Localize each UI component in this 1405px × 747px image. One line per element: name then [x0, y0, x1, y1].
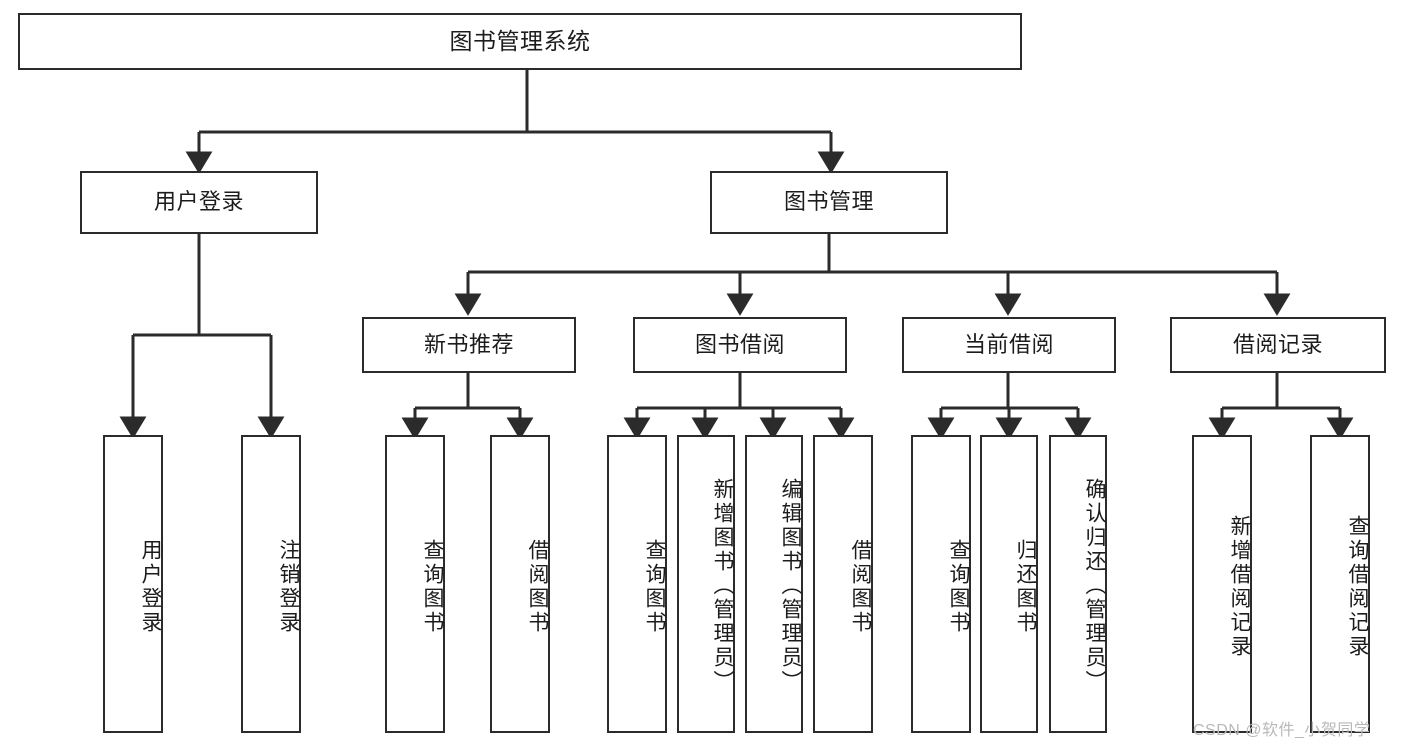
node-leaf-user-login-label: 用户登录	[139, 539, 162, 635]
node-root[interactable]: 图书管理系统	[18, 13, 1022, 70]
node-leaf-return-book[interactable]: 归还图书	[980, 435, 1038, 733]
node-leaf-logout-login[interactable]: 注销登录	[241, 435, 301, 733]
node-new-book-rec-label: 新书推荐	[423, 331, 514, 357]
node-leaf-add-book-label: 新增图书（管理员）	[711, 478, 734, 694]
node-leaf-confirm-return-label: 确认归还（管理员）	[1083, 478, 1106, 694]
node-leaf-borrow-book-1-label: 借阅图书	[526, 539, 549, 635]
node-borrow-record-label: 借阅记录	[1232, 331, 1323, 357]
node-leaf-add-book[interactable]: 新增图书（管理员）	[677, 435, 735, 733]
node-leaf-edit-book-label: 编辑图书（管理员）	[779, 478, 802, 694]
node-leaf-logout-login-label: 注销登录	[277, 539, 300, 635]
node-leaf-user-login[interactable]: 用户登录	[103, 435, 163, 733]
node-leaf-query-book-3-label: 查询图书	[947, 539, 970, 635]
node-current-borrow-label: 当前借阅	[963, 331, 1054, 357]
node-leaf-edit-book[interactable]: 编辑图书（管理员）	[745, 435, 803, 733]
csdn-watermark: CSDN @软件_小贺同学	[1193, 722, 1371, 739]
node-book-manage-label: 图书管理	[783, 189, 874, 215]
node-leaf-query-book-3[interactable]: 查询图书	[911, 435, 971, 733]
node-book-borrow-label: 图书借阅	[694, 331, 785, 357]
node-user-login[interactable]: 用户登录	[80, 171, 318, 234]
node-leaf-query-book-1-label: 查询图书	[421, 539, 444, 635]
node-leaf-borrow-book-1[interactable]: 借阅图书	[490, 435, 550, 733]
node-current-borrow[interactable]: 当前借阅	[902, 317, 1116, 373]
node-book-manage[interactable]: 图书管理	[710, 171, 948, 234]
node-leaf-query-book-1[interactable]: 查询图书	[385, 435, 445, 733]
node-leaf-borrow-book-2-label: 借阅图书	[849, 539, 872, 635]
node-leaf-confirm-return[interactable]: 确认归还（管理员）	[1049, 435, 1107, 733]
node-leaf-return-book-label: 归还图书	[1014, 539, 1037, 635]
node-leaf-query-book-2[interactable]: 查询图书	[607, 435, 667, 733]
node-leaf-query-record[interactable]: 查询借阅记录	[1310, 435, 1370, 733]
node-user-login-label: 用户登录	[153, 189, 244, 215]
node-root-label: 图书管理系统	[449, 27, 591, 54]
node-leaf-query-record-label: 查询借阅记录	[1346, 515, 1369, 659]
node-book-borrow[interactable]: 图书借阅	[633, 317, 847, 373]
node-leaf-borrow-book-2[interactable]: 借阅图书	[813, 435, 873, 733]
node-leaf-add-record[interactable]: 新增借阅记录	[1192, 435, 1252, 733]
node-borrow-record[interactable]: 借阅记录	[1170, 317, 1386, 373]
node-leaf-query-book-2-label: 查询图书	[643, 539, 666, 635]
node-leaf-add-record-label: 新增借阅记录	[1228, 515, 1251, 659]
node-new-book-rec[interactable]: 新书推荐	[362, 317, 576, 373]
